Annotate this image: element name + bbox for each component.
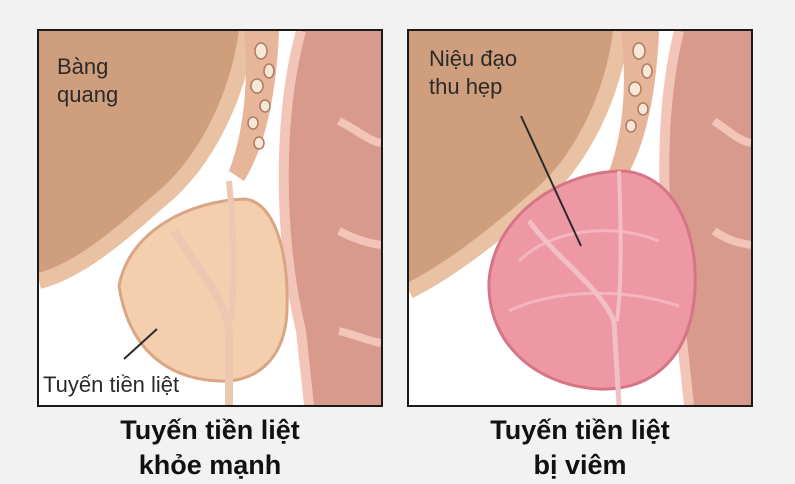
bladder-label: Bàng quang	[57, 53, 118, 109]
urethra-label: Niệu đạo thu hẹp	[429, 45, 517, 101]
healthy-caption: Tuyến tiền liệt khỏe mạnh	[37, 413, 383, 483]
prostate-label: Tuyến tiền liệt	[43, 371, 179, 399]
inflamed-caption-line2: bị viêm	[407, 448, 753, 483]
inflamed-caption-line1: Tuyến tiền liệt	[407, 413, 753, 448]
healthy-prostate-panel: Bàng quang Tuyến tiền liệt	[37, 29, 383, 407]
healthy-caption-line2: khỏe mạnh	[37, 448, 383, 483]
inflamed-prostate-panel: Niệu đạo thu hẹp	[407, 29, 753, 407]
inflamed-caption: Tuyến tiền liệt bị viêm	[407, 413, 753, 483]
healthy-prostate	[119, 199, 287, 381]
healthy-caption-line1: Tuyến tiền liệt	[37, 413, 383, 448]
